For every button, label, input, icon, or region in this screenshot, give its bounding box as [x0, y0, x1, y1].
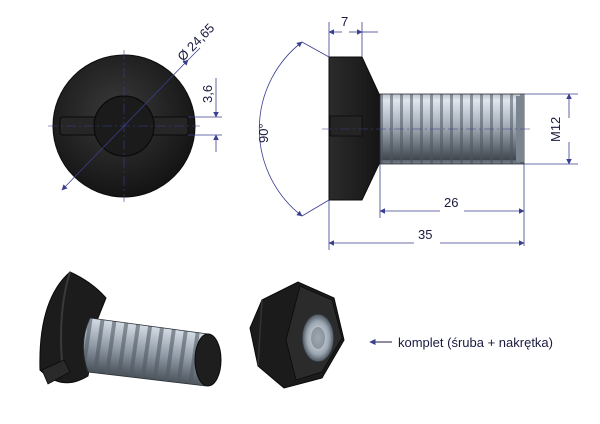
caption-text: komplet (śruba + nakrętka)	[398, 335, 553, 350]
thread-length-dimension	[379, 164, 525, 246]
nut-3d-render	[249, 281, 345, 389]
head-top-view	[48, 47, 201, 202]
total-length-dimension	[328, 200, 525, 250]
dimension-head-angle: 90°	[256, 123, 271, 143]
bolt-side-view	[322, 56, 530, 201]
head-height-dimension	[328, 22, 378, 57]
head-angle-dimension	[258, 41, 330, 217]
dimension-total-length: 35	[418, 227, 432, 242]
bolt-3d-render	[39, 271, 222, 387]
dimension-slot-width: 3,6	[200, 85, 215, 103]
slot-width-dimension	[188, 78, 222, 152]
dimension-head-height: 7	[341, 14, 348, 29]
dimension-head-diameter: Ø 24,65	[174, 20, 217, 64]
dimension-thread-size: M12	[548, 117, 563, 142]
dimension-thread-length: 26	[444, 195, 458, 210]
thread-size-dimension	[524, 93, 578, 165]
